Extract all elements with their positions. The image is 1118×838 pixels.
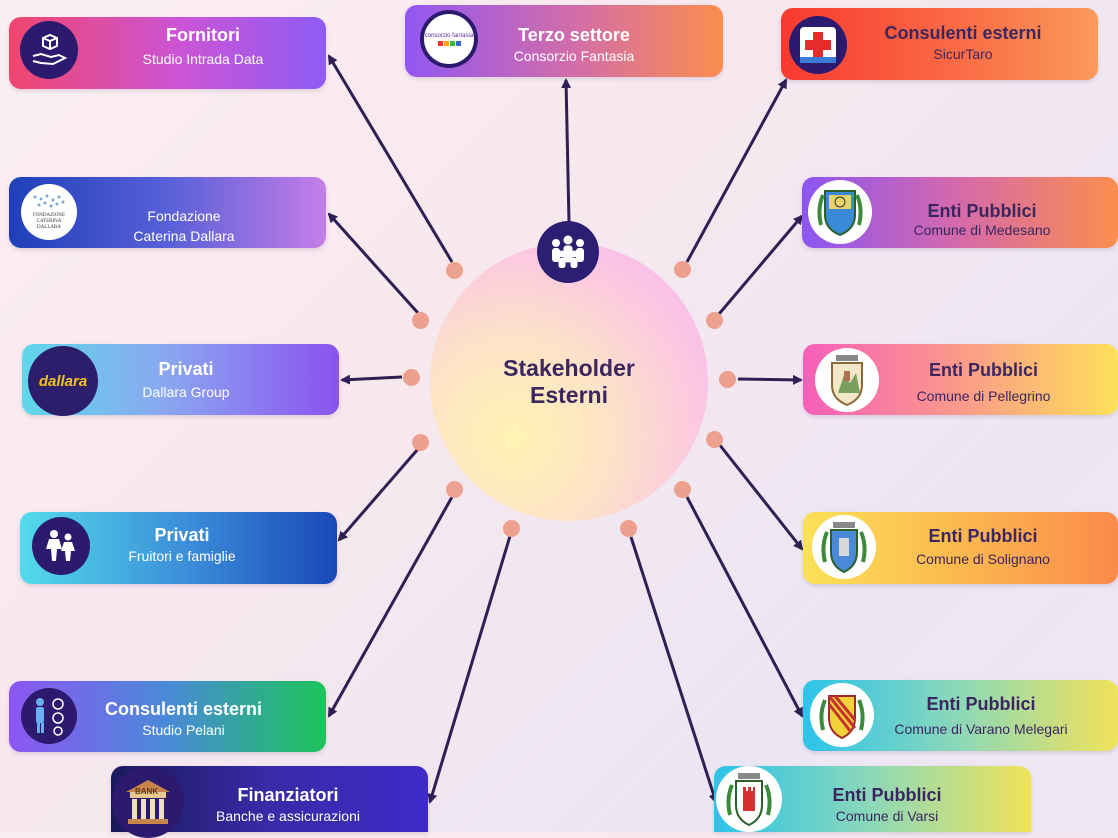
connector-dot — [674, 261, 691, 278]
category-label: Consulenti esterni — [104, 699, 263, 719]
stakeholder-name: Consorzio Fantasia — [513, 48, 635, 64]
connector-dot — [412, 312, 429, 329]
stakeholder-name: Comune di Varano Melegari — [894, 721, 1068, 737]
worker-safety-icon — [21, 688, 77, 744]
bank-building-icon: BANK — [112, 766, 184, 838]
category-label: Fornitori — [166, 25, 240, 45]
category-label: Enti Pubblici — [928, 360, 1038, 380]
arrow-medesano — [717, 214, 804, 315]
center-title-line1: Stakeholder — [503, 355, 635, 381]
arrow-dallara — [340, 374, 403, 385]
coat-of-arms-icon — [812, 515, 876, 579]
arrow-fondazione — [327, 212, 420, 315]
category-label: Privati — [154, 525, 210, 545]
connector-dot — [620, 520, 637, 537]
category-label: Enti Pubblici — [832, 785, 942, 805]
stakeholder-name: Studio Pelani — [142, 722, 225, 738]
arrow-pelani — [327, 496, 454, 718]
center-circle: Stakeholder Esterni — [430, 243, 708, 521]
arrow-sicurtaro — [685, 78, 788, 263]
first-aid-cross-icon — [789, 16, 847, 74]
connector-dot — [446, 262, 463, 279]
arrow-finanziatori — [427, 535, 512, 804]
dallara-logo: dallara — [28, 346, 98, 416]
arrow-varsi — [629, 536, 719, 804]
stakeholder-name: Comune di Solignano — [916, 551, 1050, 567]
fondazione-dallara-logo: FONDAZIONE CATERINA DALLARA — [21, 184, 77, 240]
coat-of-arms-icon — [716, 766, 782, 832]
stakeholder-name: Comune di Pellegrino — [916, 388, 1051, 404]
stakeholder-line2: Caterina Dallara — [133, 228, 235, 244]
arrow-pellegrino — [737, 374, 803, 385]
connector-dot — [674, 481, 691, 498]
arrow-terzo-settore — [561, 78, 572, 223]
category-label: Finanziatori — [237, 785, 339, 805]
category-label: Enti Pubblici — [926, 694, 1036, 714]
connector-dot — [706, 312, 723, 329]
stakeholder-line1: Fondazione — [147, 208, 221, 224]
stakeholder-name: SicurTaro — [933, 46, 993, 62]
stakeholder-name: Dallara Group — [142, 384, 230, 400]
supplier-hand-box-icon — [20, 21, 78, 79]
arrow-fornitori — [327, 54, 454, 263]
category-label: Enti Pubblici — [928, 526, 1038, 546]
stakeholder-name: Studio Intrada Data — [142, 51, 264, 67]
stakeholder-name: Comune di Medesano — [913, 222, 1051, 238]
family-people-icon — [32, 517, 90, 575]
connector-dot — [706, 431, 723, 448]
category-label: Consulenti esterni — [884, 23, 1042, 43]
arrow-fruitori — [337, 448, 420, 542]
arrow-varano — [685, 496, 804, 718]
stakeholder-name: Banche e assicurazioni — [216, 808, 360, 824]
fondazione-logo-text: FONDAZIONE CATERINA DALLARA — [32, 213, 66, 230]
stakeholder-name: Comune di Varsi — [835, 808, 939, 824]
category-label: Enti Pubblici — [927, 201, 1037, 221]
connector-dot — [503, 520, 520, 537]
center-title-line2: Esterni — [530, 382, 608, 408]
people-group-icon — [537, 221, 599, 283]
consorzio-fantasia-logo: consorzio fantasia — [420, 10, 478, 68]
coat-of-arms-icon — [808, 180, 872, 244]
connector-dot — [403, 369, 420, 386]
arrow-solignano — [717, 443, 804, 551]
category-label: Terzo settore — [518, 25, 630, 45]
category-label: Privati — [158, 359, 214, 379]
connector-dot — [412, 434, 429, 451]
bank-logo-text: BANK — [135, 787, 159, 796]
connector-dot — [719, 371, 736, 388]
dallara-logo-text: dallara — [38, 372, 88, 390]
coat-of-arms-icon — [815, 348, 879, 412]
connector-dot — [446, 481, 463, 498]
stakeholder-name: Fruitori e famiglie — [128, 548, 236, 564]
coat-of-arms-icon — [810, 683, 874, 747]
